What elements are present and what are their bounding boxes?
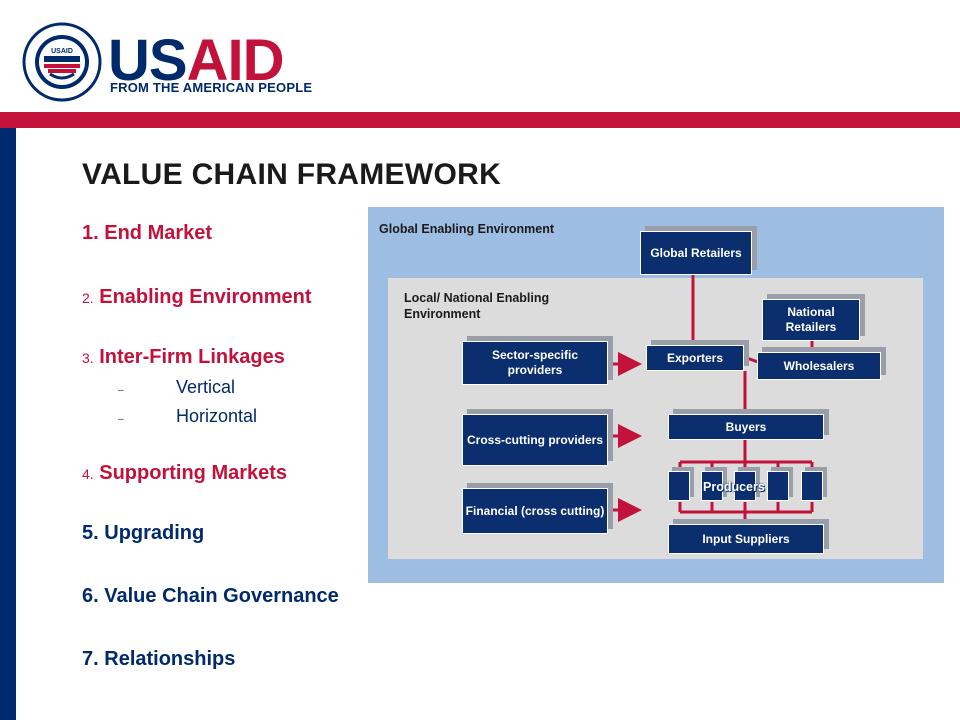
left-blue-bar <box>0 128 16 720</box>
input-suppliers-box: Input Suppliers <box>668 524 824 554</box>
producer-square-4 <box>767 471 789 501</box>
cross-cutting-providers-box: Cross-cutting providers <box>462 414 608 466</box>
national-retailers-box: National Retailers <box>762 299 860 341</box>
seal-label: USAID <box>51 48 73 55</box>
buyers-box: Buyers <box>668 414 824 440</box>
slide-title: VALUE CHAIN FRAMEWORK <box>82 158 502 191</box>
producer-square-1 <box>668 471 690 501</box>
list-item-relationships: 7. Relationships <box>82 648 236 670</box>
exporters-box: Exporters <box>646 345 744 371</box>
sub-item-horizontal: –Horizontal <box>118 406 258 426</box>
producer-square-3 <box>734 471 756 501</box>
tagline: FROM THE AMERICAN PEOPLE <box>110 80 313 95</box>
sector-specific-providers-box: Sector-specific providers <box>462 341 608 385</box>
list-item-value-chain-governance: 6. Value Chain Governance <box>82 585 339 607</box>
usaid-logo: USAID <box>108 28 284 93</box>
sub-item-vertical: –Vertical <box>118 377 236 397</box>
list-item-supporting-markets: 4. Supporting Markets <box>82 462 288 484</box>
financial-providers-box: Financial (cross cutting) <box>462 488 608 534</box>
producer-square-5 <box>801 471 823 501</box>
usaid-seal-icon: USAID <box>22 22 102 102</box>
global-env-label: Global Enabling Environment <box>379 222 555 236</box>
list-item-end-market: 1. End Market <box>82 222 213 244</box>
list-item-enabling-environment: 2. Enabling Environment <box>82 286 312 308</box>
list-item-upgrading: 5. Upgrading <box>82 522 205 544</box>
list-item-inter-firm-linkages: 3. Inter-Firm Linkages <box>82 346 285 368</box>
wholesalers-box: Wholesalers <box>757 352 881 380</box>
header-red-bar <box>0 112 960 128</box>
local-env-label: Local/ National Enabling Environment <box>404 291 550 321</box>
global-retailers-box: Global Retailers <box>640 231 752 275</box>
producers-label: Producers <box>703 480 765 494</box>
producer-square-2 <box>701 471 723 501</box>
